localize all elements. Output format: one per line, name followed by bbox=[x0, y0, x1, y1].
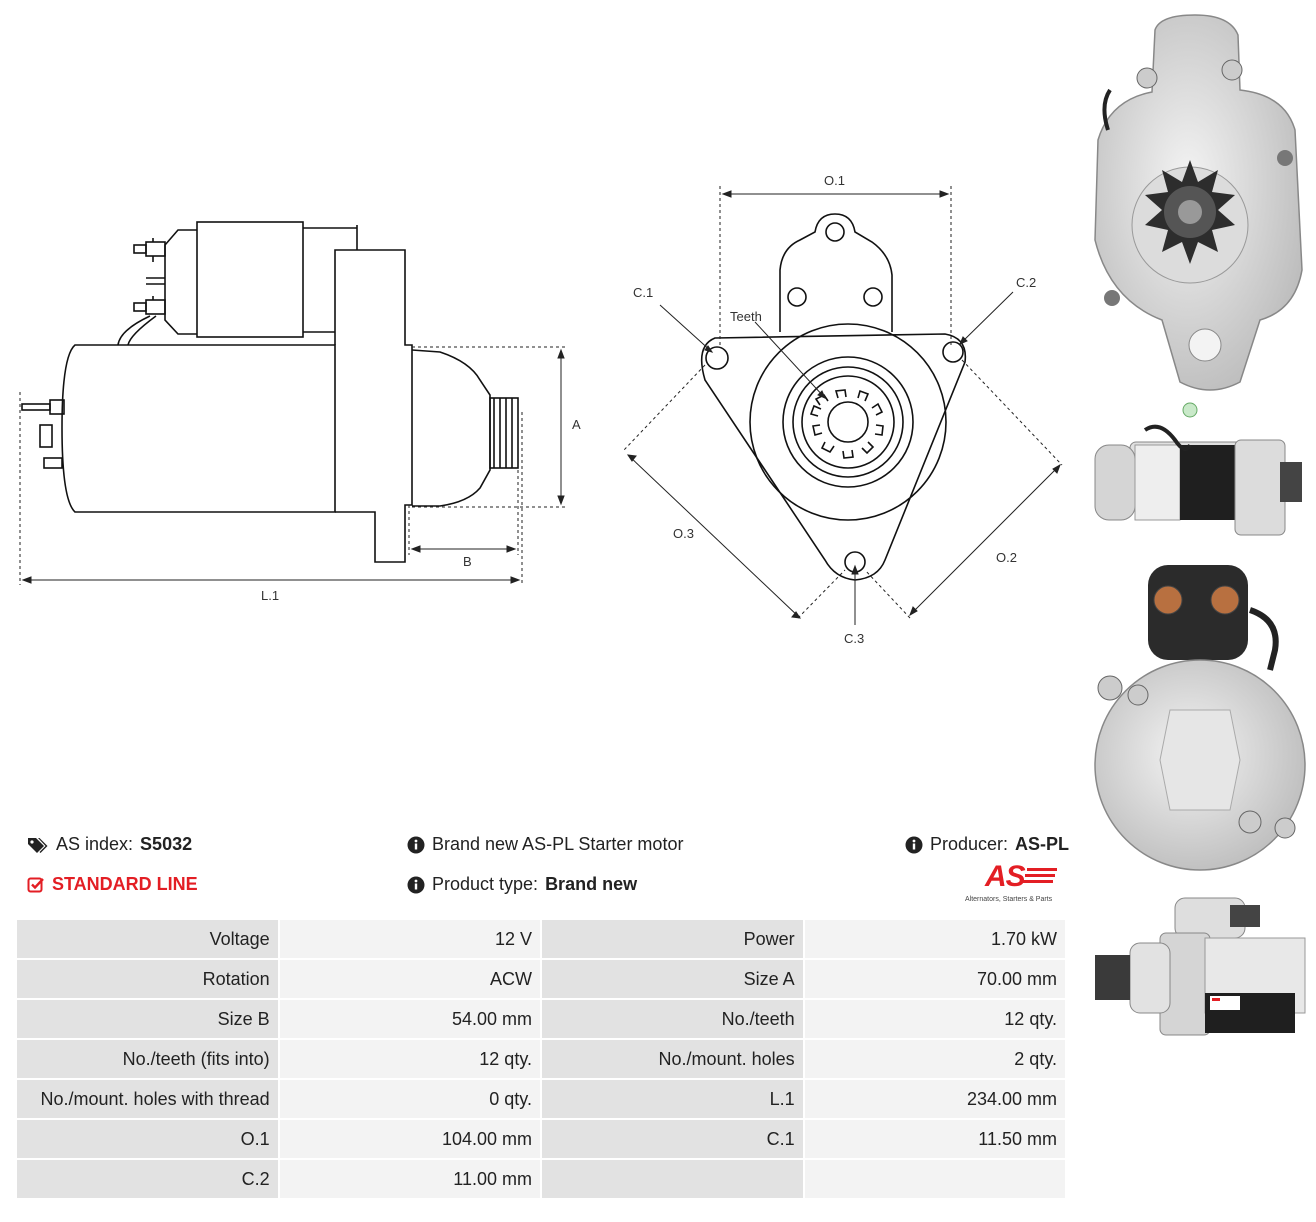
spec-label: No./mount. holes with thread bbox=[15, 1078, 280, 1120]
spec-value: 12 V bbox=[277, 918, 542, 960]
producer-label: Producer: bbox=[930, 834, 1009, 854]
spec-label: No./teeth (fits into) bbox=[15, 1038, 280, 1080]
spec-value: ACW bbox=[277, 958, 542, 1000]
motor-body bbox=[61, 344, 336, 513]
description: Brand new AS-PL Starter motor bbox=[407, 834, 683, 855]
dim-label-a: A bbox=[572, 417, 581, 432]
spec-value: 1.70 kW bbox=[802, 918, 1068, 960]
standard-line-label: STANDARD LINE bbox=[52, 874, 198, 894]
spec-value: 12 qty. bbox=[277, 1038, 542, 1080]
spec-label: L.1 bbox=[539, 1078, 805, 1120]
spec-label: No./mount. holes bbox=[539, 1038, 805, 1080]
teeth-label: Teeth bbox=[730, 309, 762, 324]
spec-label: Voltage bbox=[15, 918, 280, 960]
dim-label-o2: O.2 bbox=[996, 550, 1017, 565]
spec-label: C.2 bbox=[15, 1158, 280, 1200]
product-photo-side bbox=[1094, 402, 1302, 536]
spec-value: 12 qty. bbox=[802, 998, 1068, 1040]
spec-label: No./teeth bbox=[539, 998, 805, 1040]
spec-value bbox=[802, 1158, 1068, 1200]
spec-value: 0 qty. bbox=[277, 1078, 542, 1120]
as-logo: AS Alternators, Starters & Parts bbox=[965, 862, 1067, 906]
producer: Producer: AS-PL bbox=[905, 834, 1069, 855]
description-text: Brand new AS-PL Starter motor bbox=[432, 834, 684, 854]
spec-value: 2 qty. bbox=[802, 1038, 1068, 1080]
as-index-value: S5032 bbox=[140, 834, 193, 854]
spec-label: O.1 bbox=[15, 1118, 280, 1160]
info-icon bbox=[407, 876, 425, 893]
dim-label-c2: C.2 bbox=[1016, 275, 1036, 290]
tag-icon bbox=[28, 837, 48, 853]
product-type-value: Brand new bbox=[545, 874, 638, 894]
product-photo-rear bbox=[1094, 565, 1306, 871]
spec-label: Rotation bbox=[15, 958, 280, 1000]
spec-value: 104.00 mm bbox=[277, 1118, 542, 1160]
spec-label: C.1 bbox=[539, 1118, 805, 1160]
spec-value: 234.00 mm bbox=[802, 1078, 1068, 1120]
producer-value: AS-PL bbox=[1015, 834, 1070, 854]
spec-value: 11.00 mm bbox=[277, 1158, 542, 1200]
spec-value: 11.50 mm bbox=[802, 1118, 1068, 1160]
spec-value: 70.00 mm bbox=[802, 958, 1068, 1000]
logo-tagline: Alternators, Starters & Parts bbox=[965, 896, 1053, 903]
spec-label bbox=[539, 1158, 805, 1200]
product-photo-side-2 bbox=[1095, 897, 1306, 1036]
table-row: No./teeth (fits into)12 qty.No./mount. h… bbox=[15, 1038, 1068, 1080]
spec-label: Power bbox=[539, 918, 805, 960]
side-view-drawing: A B L.1 bbox=[19, 221, 581, 603]
spec-label: Size A bbox=[539, 958, 805, 1000]
dim-label-c3: C.3 bbox=[844, 631, 864, 646]
product-photo-front bbox=[1094, 14, 1303, 391]
dim-label-o3: O.3 bbox=[673, 526, 694, 541]
dim-label-o1: O.1 bbox=[824, 173, 845, 188]
spec-value: 54.00 mm bbox=[277, 998, 542, 1040]
as-index: AS index: S5032 bbox=[27, 834, 192, 855]
dim-label-b: B bbox=[463, 554, 472, 569]
front-view-drawing: O.1 O.2 O.3 C.1 C.2 C.3 Teeth bbox=[623, 173, 1063, 646]
product-type-label: Product type: bbox=[432, 874, 539, 894]
dim-label-l1: L.1 bbox=[261, 588, 279, 603]
as-index-label: AS index: bbox=[56, 834, 134, 854]
dim-label-c1: C.1 bbox=[633, 285, 653, 300]
logo-text: AS bbox=[985, 860, 1026, 893]
info-icon bbox=[407, 836, 425, 853]
spec-label: Size B bbox=[15, 998, 280, 1040]
standard-line: STANDARD LINE bbox=[27, 874, 198, 895]
checkbox-icon bbox=[27, 877, 44, 892]
info-icon bbox=[905, 836, 923, 853]
product-type: Product type: Brand new bbox=[407, 874, 637, 895]
